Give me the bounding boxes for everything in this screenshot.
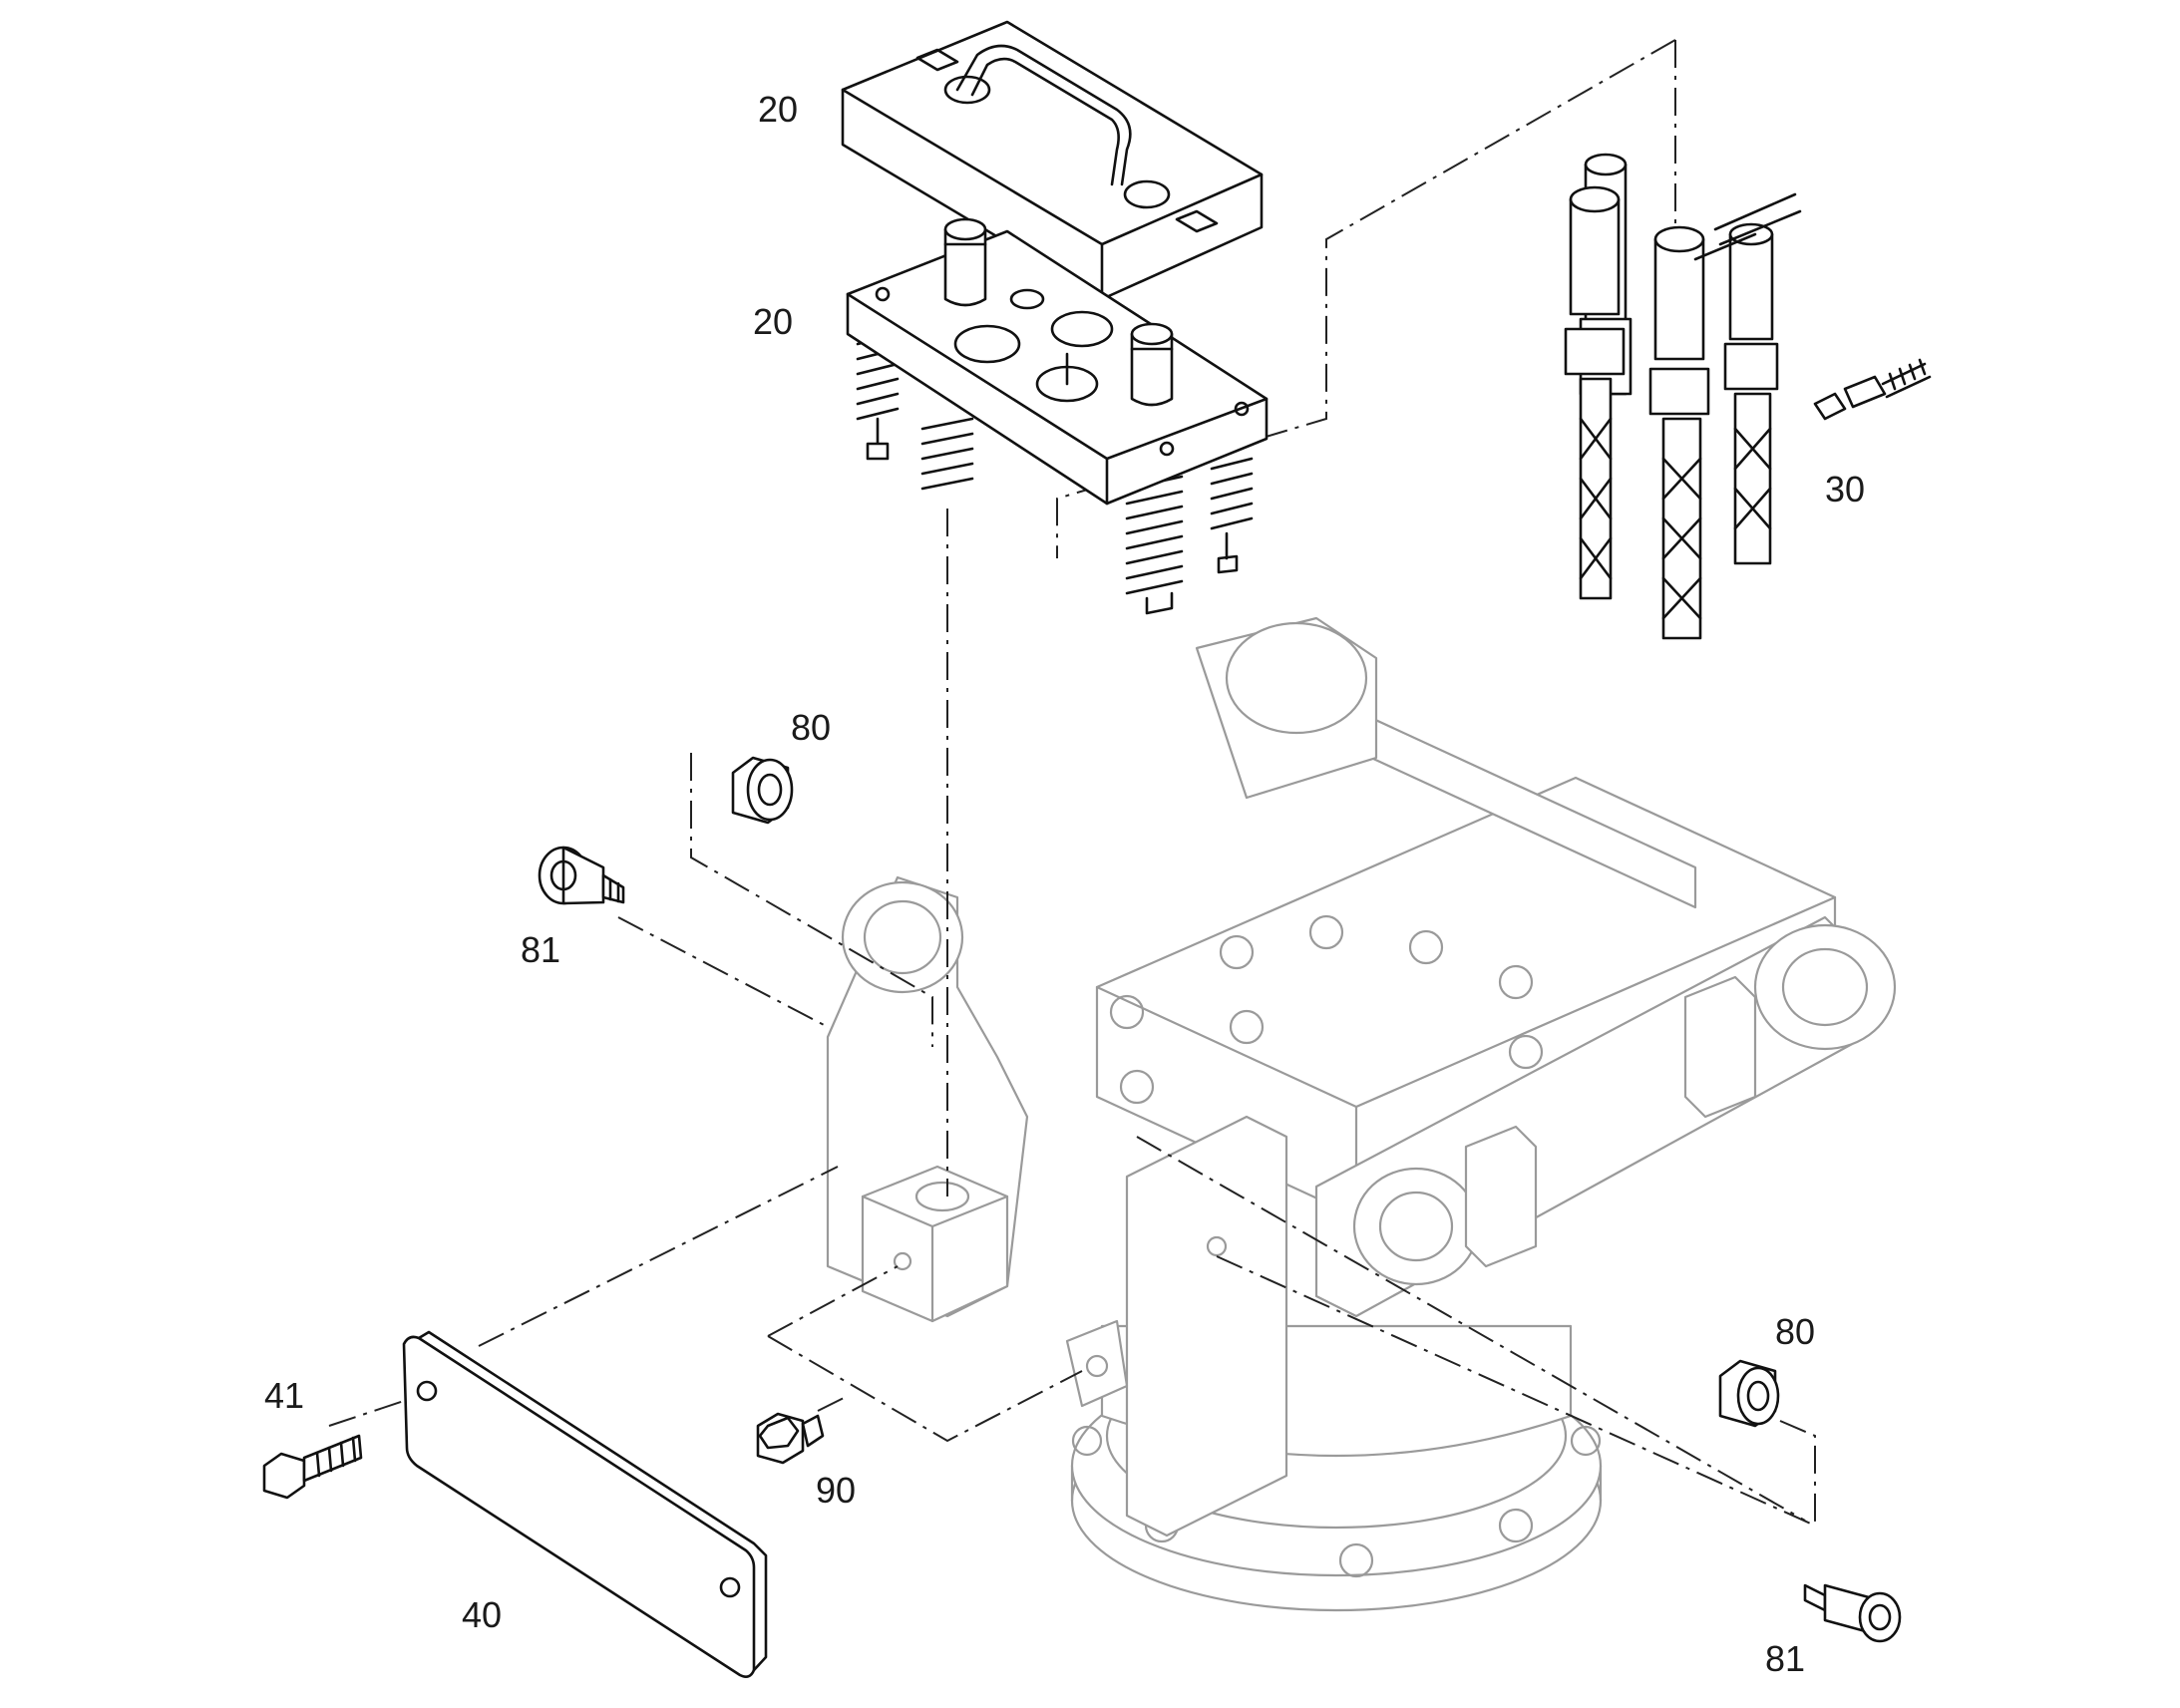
callout-81-screw-upper: 81 bbox=[521, 929, 560, 970]
tilt-rotator-base-ghost bbox=[826, 616, 1897, 1612]
assembly-reference-lines bbox=[328, 39, 1816, 1527]
part-81-screw-lower bbox=[1803, 1583, 1902, 1643]
part-80-nut-lower bbox=[1718, 1359, 1780, 1428]
part-41-bolt bbox=[262, 1434, 363, 1500]
part-80-nut-upper bbox=[731, 756, 794, 825]
callout-41-bolt: 41 bbox=[264, 1375, 304, 1416]
part-20-cover-plate bbox=[841, 20, 1264, 301]
part-90-plug bbox=[756, 1412, 825, 1465]
callout-20-cover-plate: 20 bbox=[758, 89, 798, 130]
callout-30-hose-assembly: 30 bbox=[1825, 469, 1865, 510]
callout-90-plug: 90 bbox=[816, 1470, 856, 1511]
callout-80-nut-upper: 80 bbox=[791, 707, 831, 748]
callout-81-screw-lower: 81 bbox=[1765, 1638, 1805, 1679]
part-81-screw-upper bbox=[538, 846, 625, 905]
part-30-hose-assembly bbox=[1564, 153, 1932, 640]
part-40-cover-plate bbox=[402, 1330, 768, 1678]
part-20-valve-plate bbox=[846, 217, 1269, 615]
callout-labels: 20 20 30 80 81 80 41 90 40 81 bbox=[264, 89, 1865, 1679]
callout-20-valve-plate: 20 bbox=[753, 301, 793, 342]
callout-40-cover-plate: 40 bbox=[462, 1594, 502, 1635]
callout-80-nut-lower: 80 bbox=[1775, 1311, 1815, 1352]
